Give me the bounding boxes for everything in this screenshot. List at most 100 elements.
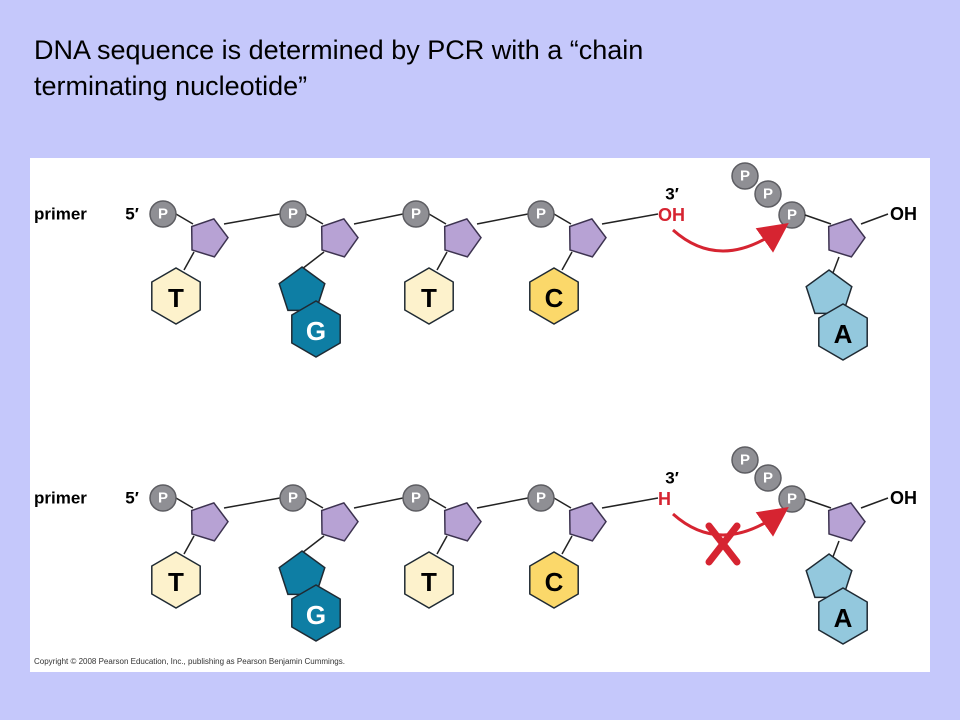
- backbone-link: [353, 497, 404, 509]
- phosphate-3-label: P: [411, 490, 421, 507]
- backbone-link: [601, 497, 659, 509]
- phosphate-2: [279, 200, 307, 228]
- triphosphate-2: [754, 464, 782, 492]
- phosphate-3: [402, 200, 430, 228]
- phosphate-3: [402, 484, 430, 512]
- base-4-ring: [529, 551, 579, 609]
- triphosphate-1: [731, 446, 759, 474]
- base-2-letter: G: [306, 316, 326, 346]
- sugar-2: [320, 218, 359, 258]
- incoming-link: [804, 214, 832, 225]
- reaction-arrow: [672, 223, 789, 253]
- triphosphate-1: [731, 162, 759, 190]
- sugar-4: [568, 218, 607, 258]
- title-line-1: DNA sequence is determined by PCR with a…: [34, 35, 644, 65]
- triphosphate-2: [754, 180, 782, 208]
- backbone-link: [601, 213, 659, 225]
- blocked-x-stroke-2: [705, 522, 741, 566]
- primer-label: primer: [34, 205, 87, 224]
- link-phosphate-sugar: [553, 497, 572, 509]
- phosphate-4: [527, 484, 555, 512]
- base-4-letter: C: [545, 567, 564, 597]
- backbone-link: [223, 213, 281, 225]
- base-2-letter: G: [306, 600, 326, 630]
- sugar-4: [568, 502, 607, 542]
- triphosphate-1-label: P: [740, 168, 750, 185]
- phosphate-1: [149, 200, 177, 228]
- link-phosphate-sugar: [428, 213, 447, 225]
- base-2-ring6: [291, 584, 341, 642]
- sugar-1: [190, 502, 229, 542]
- incoming-base-ring6: [818, 303, 868, 361]
- link-sugar-base: [436, 535, 448, 555]
- backbone-link: [476, 213, 529, 225]
- base-4-letter: C: [545, 283, 564, 313]
- base-3-letter: T: [421, 567, 437, 597]
- incoming-oh: OH: [890, 488, 917, 508]
- incoming-oh: OH: [890, 204, 917, 224]
- link-phosphate-sugar: [553, 213, 572, 225]
- three-prime-label: 3′: [665, 185, 679, 204]
- five-prime-label: 5′: [125, 489, 139, 508]
- link-sugar-base: [436, 251, 448, 271]
- terminal-group: OH: [658, 205, 685, 225]
- backbone-link: [476, 497, 529, 509]
- phosphate-4: [527, 200, 555, 228]
- primer-label: primer: [34, 489, 87, 508]
- incoming-link: [804, 498, 832, 509]
- incoming-sugar: [827, 502, 866, 542]
- incoming-oh-link: [860, 497, 889, 509]
- phosphate-2: [279, 484, 307, 512]
- phosphate-2-label: P: [288, 490, 298, 507]
- link-phosphate-sugar: [175, 497, 194, 509]
- slide-title: DNA sequence is determined by PCR with a…: [34, 32, 894, 104]
- incoming-sugar: [827, 218, 866, 258]
- incoming-oh-link: [860, 213, 889, 225]
- link-sugar-base: [183, 535, 195, 555]
- sugar-1: [190, 218, 229, 258]
- phosphate-1: [149, 484, 177, 512]
- sugar-3: [443, 502, 482, 542]
- base-1-ring: [151, 267, 201, 325]
- base-3-ring: [404, 551, 454, 609]
- base-1-letter: T: [168, 567, 184, 597]
- triphosphate-3-label: P: [787, 491, 797, 508]
- link-sugar-base: [561, 535, 573, 555]
- triphosphate-2-label: P: [763, 470, 773, 487]
- link-sugar-base: [301, 535, 325, 554]
- base-2-ring6: [291, 300, 341, 358]
- base-3-letter: T: [421, 283, 437, 313]
- base-3-ring: [404, 267, 454, 325]
- sugar-2: [320, 502, 359, 542]
- link-phosphate-sugar: [428, 497, 447, 509]
- link-phosphate-sugar: [175, 213, 194, 225]
- title-line-2: terminating nucleotide”: [34, 71, 308, 101]
- reaction-arrow: [672, 507, 789, 537]
- link-sugar-base: [183, 251, 195, 271]
- triphosphate-2-label: P: [763, 186, 773, 203]
- backbone-link: [223, 497, 281, 509]
- link-sugar-base: [561, 251, 573, 271]
- phosphate-4-label: P: [536, 490, 546, 507]
- link-sugar-base: [301, 251, 325, 270]
- triphosphate-3-label: P: [787, 207, 797, 224]
- incoming-base-ring6: [818, 587, 868, 645]
- terminal-group: H: [658, 489, 671, 509]
- base-4-ring: [529, 267, 579, 325]
- phosphate-1-label: P: [158, 490, 168, 507]
- base-1-letter: T: [168, 283, 184, 313]
- phosphate-2-label: P: [288, 206, 298, 223]
- phosphate-3-label: P: [411, 206, 421, 223]
- link-phosphate-sugar: [305, 213, 324, 225]
- five-prime-label: 5′: [125, 205, 139, 224]
- sugar-3: [443, 218, 482, 258]
- copyright-notice: Copyright © 2008 Pearson Education, Inc.…: [34, 657, 345, 666]
- phosphate-1-label: P: [158, 206, 168, 223]
- base-1-ring: [151, 551, 201, 609]
- incoming-base-letter: A: [834, 603, 853, 633]
- backbone-link: [353, 213, 404, 225]
